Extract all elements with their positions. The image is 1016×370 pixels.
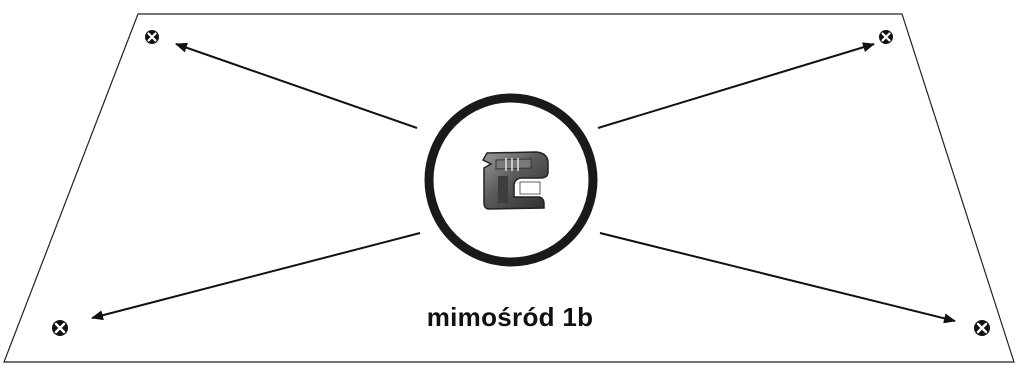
screw-top-left-icon	[145, 30, 159, 44]
screw-bottom-left-icon	[52, 320, 68, 336]
screw-bottom-right-icon	[974, 320, 990, 336]
screw-top-right-icon	[879, 30, 893, 44]
fitting-label: mimośród 1b	[340, 302, 680, 333]
